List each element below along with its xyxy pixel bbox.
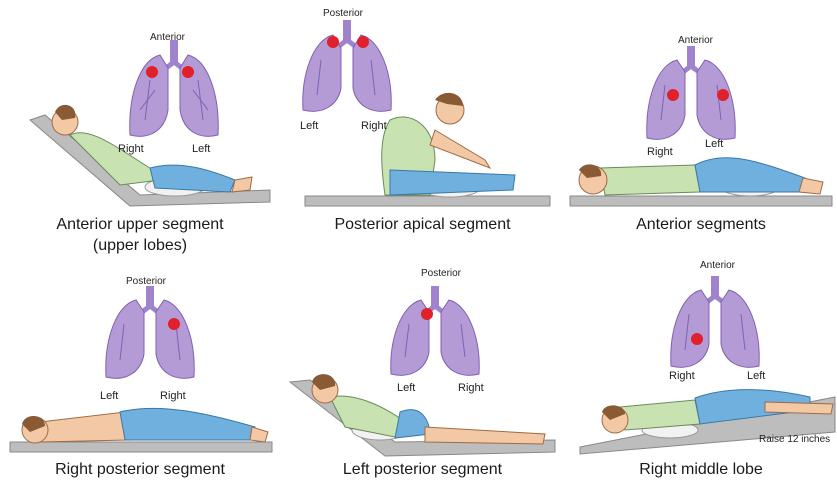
- caption-line-1: Posterior apical segment: [285, 215, 560, 235]
- lungs-diagram: [391, 286, 479, 375]
- illustration-right-middle-lobe: [565, 262, 837, 486]
- lungs-diagram: [106, 286, 194, 378]
- view-label: Anterior: [150, 32, 185, 43]
- focus-dot-right: [691, 333, 703, 345]
- panel-anterior-upper-segment: Anterior Right Left Anterior upper segme…: [0, 0, 280, 260]
- focus-dot-left: [182, 66, 194, 78]
- panel-anterior-segments: Anterior Right Left Anterior segments: [565, 0, 837, 260]
- focus-dot-left: [717, 89, 729, 101]
- side-label-left: Left: [300, 120, 318, 132]
- focus-dot-right: [146, 66, 158, 78]
- side-label-left: Left: [192, 143, 210, 155]
- illustration-left-posterior: [285, 262, 560, 486]
- lungs-diagram: [303, 20, 391, 111]
- side-label-right: Right: [669, 370, 695, 382]
- side-label-right: Right: [458, 382, 484, 394]
- focus-dot-left: [327, 36, 339, 48]
- side-label-right: Right: [160, 390, 186, 402]
- side-label-left: Left: [705, 138, 723, 150]
- lungs-diagram: [647, 46, 735, 139]
- view-label: Anterior: [678, 35, 713, 46]
- patient-figure: [290, 374, 555, 456]
- panel-posterior-apical-segment: Posterior Left Right Posterior apical se…: [285, 0, 560, 260]
- raise-note: Raise 12 inches: [759, 434, 830, 445]
- panel-left-posterior-segment: Posterior Left Right Left posterior segm…: [285, 262, 560, 486]
- side-label-left: Left: [100, 390, 118, 402]
- view-label: Posterior: [126, 276, 166, 287]
- caption-line-1: Anterior segments: [565, 215, 837, 235]
- view-label: Anterior: [700, 260, 735, 271]
- focus-dot-right: [168, 318, 180, 330]
- caption-line-1: Right posterior segment: [0, 460, 280, 480]
- lungs-diagram: [130, 40, 218, 136]
- side-label-right: Right: [118, 143, 144, 155]
- caption-line-2: (upper lobes): [0, 236, 280, 256]
- focus-dot-right: [667, 89, 679, 101]
- view-label: Posterior: [323, 8, 363, 19]
- panel-right-middle-lobe: Anterior Right Left Raise 12 inches Righ…: [565, 262, 837, 486]
- side-label-left: Left: [397, 382, 415, 394]
- caption-line-1: Left posterior segment: [285, 460, 560, 480]
- caption-line-1: Right middle lobe: [565, 460, 837, 480]
- side-label-right: Right: [647, 146, 673, 158]
- focus-dot-right: [357, 36, 369, 48]
- lungs-diagram: [671, 276, 759, 367]
- illustration-right-posterior: [0, 262, 280, 486]
- patient-figure: [10, 408, 272, 452]
- view-label: Posterior: [421, 268, 461, 279]
- panel-right-posterior-segment: Posterior Left Right Right posterior seg…: [0, 262, 280, 486]
- side-label-left: Left: [747, 370, 765, 382]
- side-label-right: Right: [361, 120, 387, 132]
- focus-dot-left: [421, 308, 433, 320]
- patient-figure: [570, 158, 832, 206]
- caption-line-1: Anterior upper segment: [0, 215, 280, 235]
- patient-figure: [305, 93, 550, 206]
